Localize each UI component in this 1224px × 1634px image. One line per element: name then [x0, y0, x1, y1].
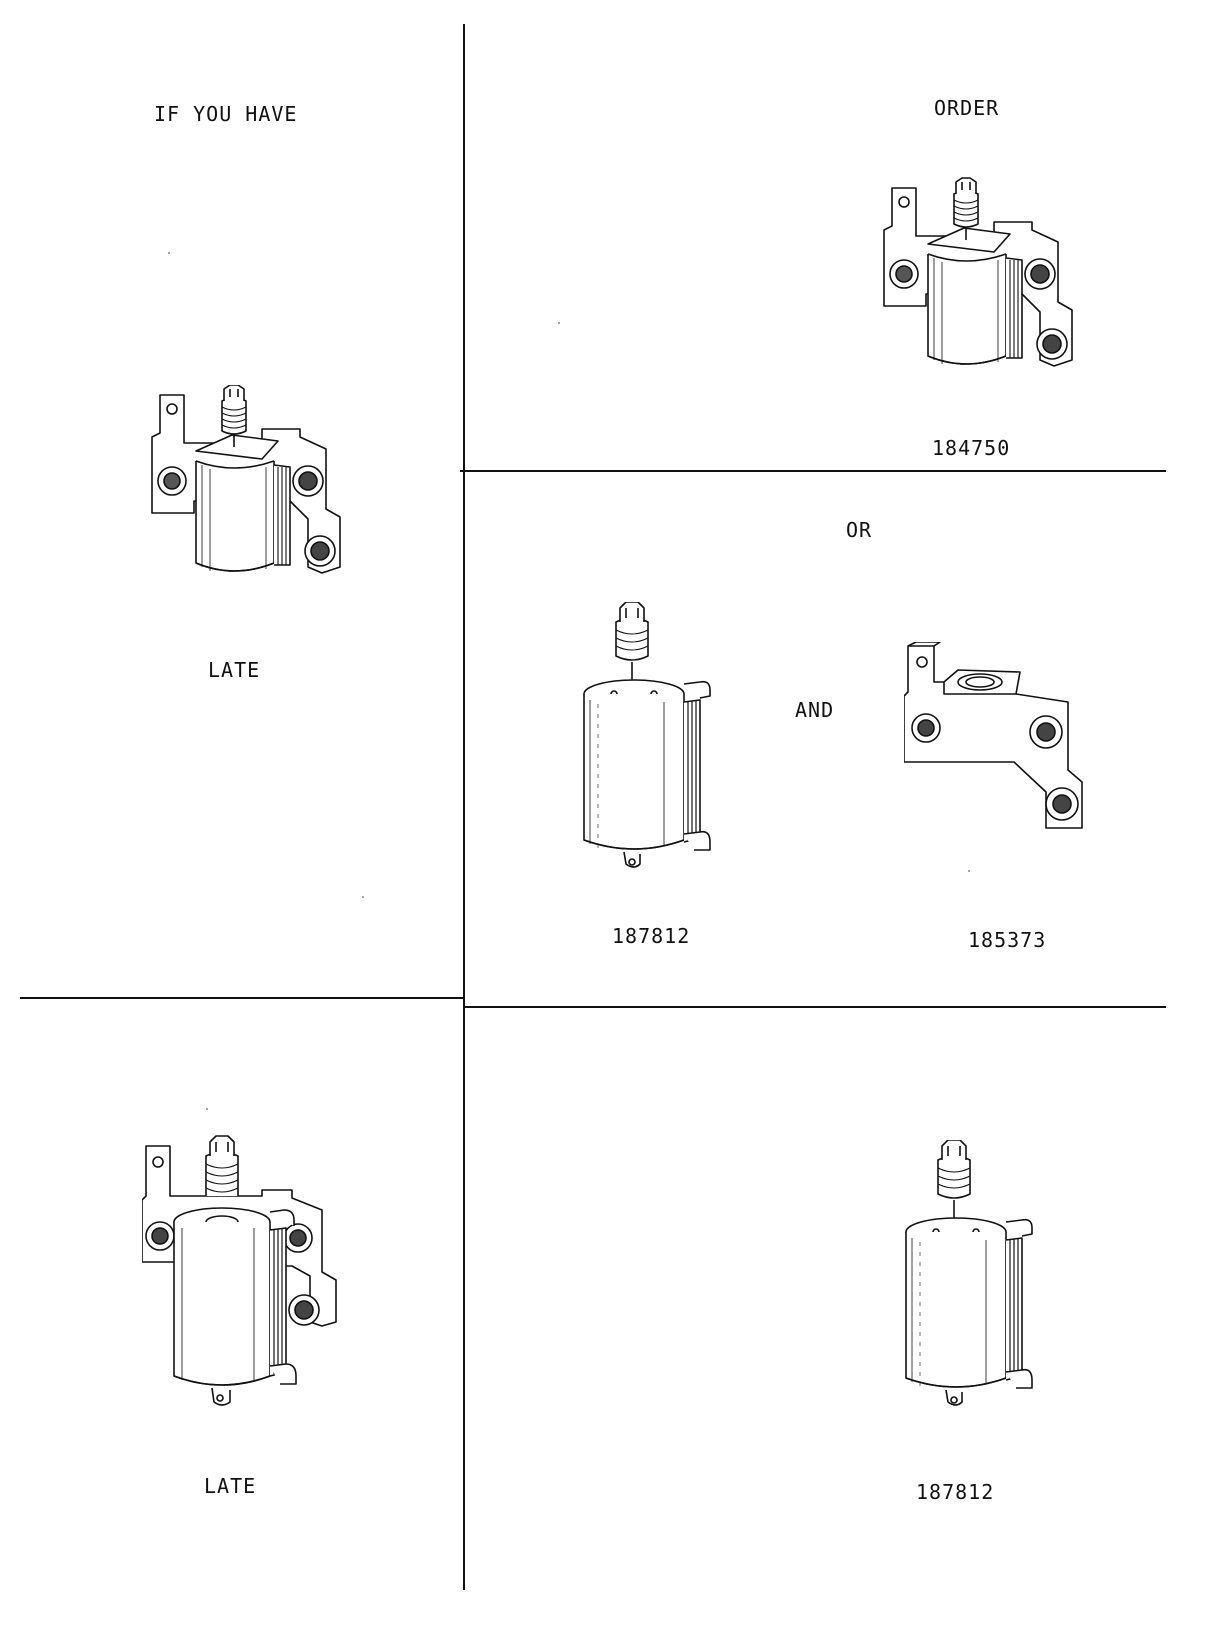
order-solenoid-drawing-187812	[900, 1140, 1040, 1410]
horizontal-divider-left	[20, 997, 464, 999]
part-number-187812-row3: 187812	[916, 1480, 994, 1504]
and-label: AND	[795, 698, 834, 722]
part-number-187812-row2: 187812	[612, 924, 690, 948]
part-number-184750: 184750	[932, 436, 1010, 460]
solenoid-drawing-187812	[578, 602, 718, 872]
late-label-row3: LATE	[204, 1474, 256, 1498]
part-number-185373: 185373	[968, 928, 1046, 952]
scan-speck	[168, 252, 170, 254]
late-label-row1: LATE	[208, 658, 260, 682]
scan-speck	[206, 1108, 208, 1110]
late-solenoid-with-tabs-assembly-drawing	[142, 1126, 342, 1426]
scan-speck	[558, 322, 560, 324]
order-heading: ORDER	[934, 96, 999, 120]
horizontal-divider-lower-right	[464, 1006, 1166, 1008]
vertical-divider	[463, 24, 465, 1590]
scan-speck	[968, 870, 970, 872]
horizontal-divider-upper-right	[460, 470, 1166, 472]
or-label: OR	[846, 518, 872, 542]
order-assembly-drawing-184750	[882, 172, 1082, 394]
late-solenoid-assembly-drawing	[150, 385, 350, 595]
bracket-drawing-185373	[904, 642, 1094, 832]
scan-speck	[362, 896, 364, 898]
if-you-have-heading: IF YOU HAVE	[154, 102, 297, 126]
